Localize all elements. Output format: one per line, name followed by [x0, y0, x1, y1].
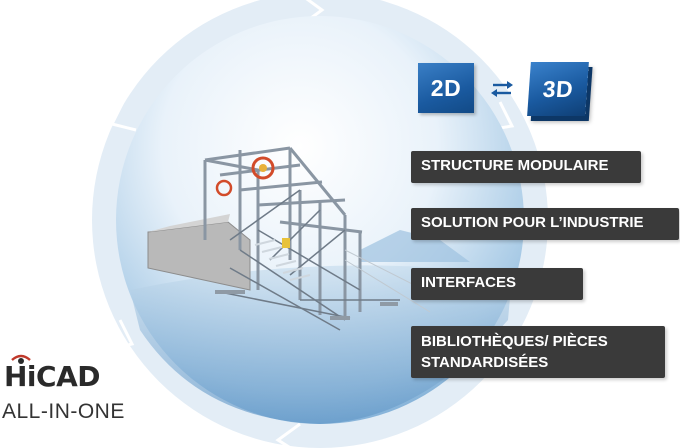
ground-plane	[130, 265, 512, 424]
hicad-logo: HiCAD ALL-IN-ONE	[0, 352, 170, 442]
feature-label-structure: STRUCTURE MODULAIRE	[411, 151, 641, 183]
badge-2d: 2D	[418, 63, 474, 113]
badge-3d: 3D	[527, 62, 589, 116]
feature-label-libraries-line2: STANDARDISÉES	[421, 354, 549, 371]
swap-arrows-icon	[491, 81, 513, 97]
logo-subtitle: ALL-IN-ONE	[2, 400, 125, 423]
feature-label-solution: SOLUTION POUR L’INDUSTRIE	[411, 208, 679, 240]
logo-wordmark: HiCAD	[4, 360, 101, 393]
feature-label-libraries: BIBLIOTHÈQUES/ PIÈCES STANDARDISÉES	[411, 326, 665, 378]
steel-structure-illustration	[147, 146, 441, 331]
logo-eye-icon	[11, 354, 31, 364]
feature-label-interfaces: INTERFACES	[411, 268, 583, 300]
mountain-shape	[360, 230, 470, 262]
feature-label-libraries-line1: BIBLIOTHÈQUES/ PIÈCES	[421, 333, 608, 350]
